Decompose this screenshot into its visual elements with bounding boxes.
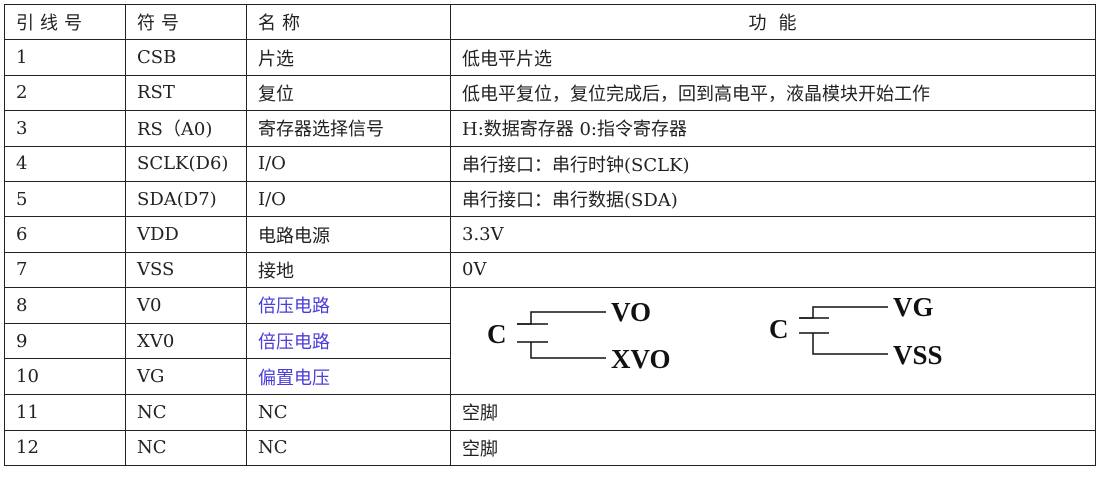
name-cell: I/O	[246, 180, 451, 218]
left-bottom-label: XVO	[611, 344, 670, 374]
symbol-cell: VG	[125, 358, 247, 396]
left-top-label: VO	[611, 297, 651, 327]
function-cell: 低电平复位，复位完成后，回到高电平，液晶模块开始工作	[450, 74, 1096, 112]
right-capacitor-icon	[799, 306, 888, 355]
function-cell: 低电平片选	[450, 39, 1096, 76]
pin-cell: 9	[4, 322, 126, 360]
symbol-cell: VSS	[125, 251, 247, 289]
pin-cell: 8	[4, 287, 126, 324]
table-header: 引线号 符号 名称 功能	[4, 3, 1096, 41]
pin-cell: 5	[4, 180, 126, 218]
function-cell: 3.3V	[450, 216, 1096, 253]
header-symbol: 符号	[125, 3, 247, 41]
symbol-cell: VDD	[125, 216, 247, 253]
right-cap-label: C	[769, 314, 789, 344]
function-cell: 串行接口：串行数据(SDA)	[450, 180, 1096, 218]
name-cell: 偏置电压	[246, 358, 451, 396]
pin-cell: 1	[4, 39, 126, 76]
pin-cell: 6	[4, 216, 126, 253]
pin-cell: 2	[4, 74, 126, 112]
capacitor-diagram: C VO XVO C VG VSS	[450, 287, 1096, 396]
name-cell: 片选	[246, 39, 451, 76]
pin-cell: 10	[4, 358, 126, 396]
name-cell: 寄存器选择信号	[246, 110, 451, 147]
symbol-cell: CSB	[125, 39, 247, 76]
name-cell: I/O	[246, 145, 451, 182]
function-cell: 0V	[450, 251, 1096, 289]
name-cell: 接地	[246, 251, 451, 289]
pin-cell: 7	[4, 251, 126, 289]
name-cell: NC	[246, 394, 451, 431]
header-function: 功能	[450, 3, 1096, 41]
name-cell: NC	[246, 429, 451, 466]
symbol-cell: RST	[125, 74, 247, 112]
function-cell: 串行接口：串行时钟(SCLK)	[450, 145, 1096, 182]
function-cell: 空脚	[450, 394, 1096, 431]
pin-cell: 4	[4, 145, 126, 182]
name-cell: 复位	[246, 74, 451, 112]
function-cell: H:数据寄存器 0:指令寄存器	[450, 110, 1096, 147]
function-cell: 空脚	[450, 429, 1096, 466]
symbol-cell: V0	[125, 287, 247, 324]
right-bottom-label: VSS	[893, 340, 943, 370]
symbol-cell: NC	[125, 394, 247, 431]
name-cell: 倍压电路	[246, 287, 451, 324]
header-name: 名称	[246, 3, 451, 41]
header-pin: 引线号	[4, 3, 126, 41]
symbol-cell: XV0	[125, 322, 247, 360]
left-capacitor-icon	[517, 311, 606, 359]
symbol-cell: RS（A0)	[125, 110, 247, 147]
symbol-cell: NC	[125, 429, 247, 466]
pin-cell: 11	[4, 394, 126, 431]
left-cap-label: C	[487, 319, 507, 349]
pin-cell: 3	[4, 110, 126, 147]
symbol-cell: SDA(D7)	[125, 180, 247, 218]
right-top-label: VG	[893, 292, 934, 322]
symbol-cell: SCLK(D6)	[125, 145, 247, 182]
name-cell: 倍压电路	[246, 322, 451, 360]
pin-cell: 12	[4, 429, 126, 466]
name-cell: 电路电源	[246, 216, 451, 253]
